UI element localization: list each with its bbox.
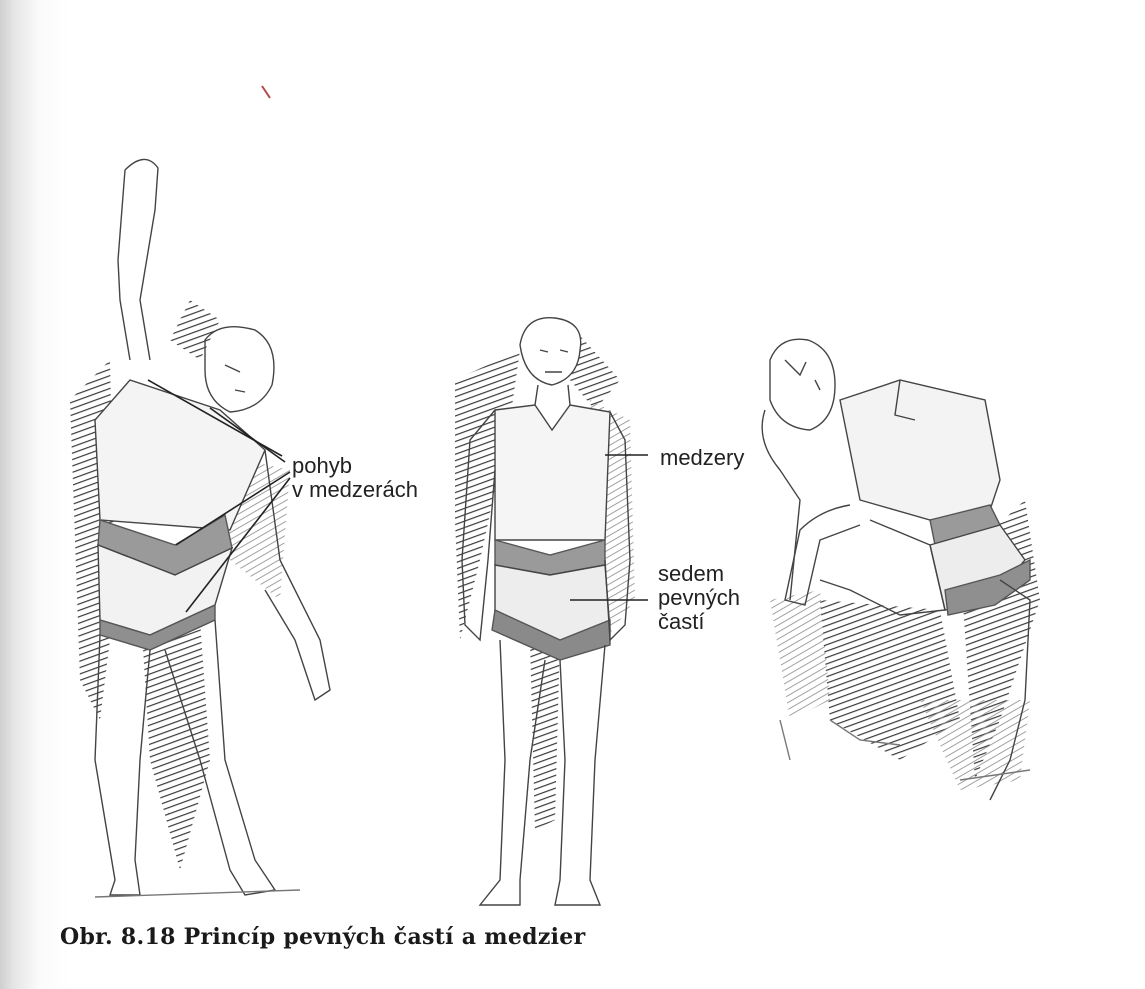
red-pen-mark [262,86,270,98]
label-gaps: medzery [660,446,744,470]
figure-seated [762,339,1040,800]
figure-caption: Obr. 8.18 Princíp pevných častí a medzie… [60,924,585,950]
label-movement-in-gaps: pohyb v medzerách [292,454,418,502]
label-seven-fixed-parts: sedem pevných častí [658,562,740,634]
figure-stretching [70,159,330,897]
figure-standing [455,318,648,905]
